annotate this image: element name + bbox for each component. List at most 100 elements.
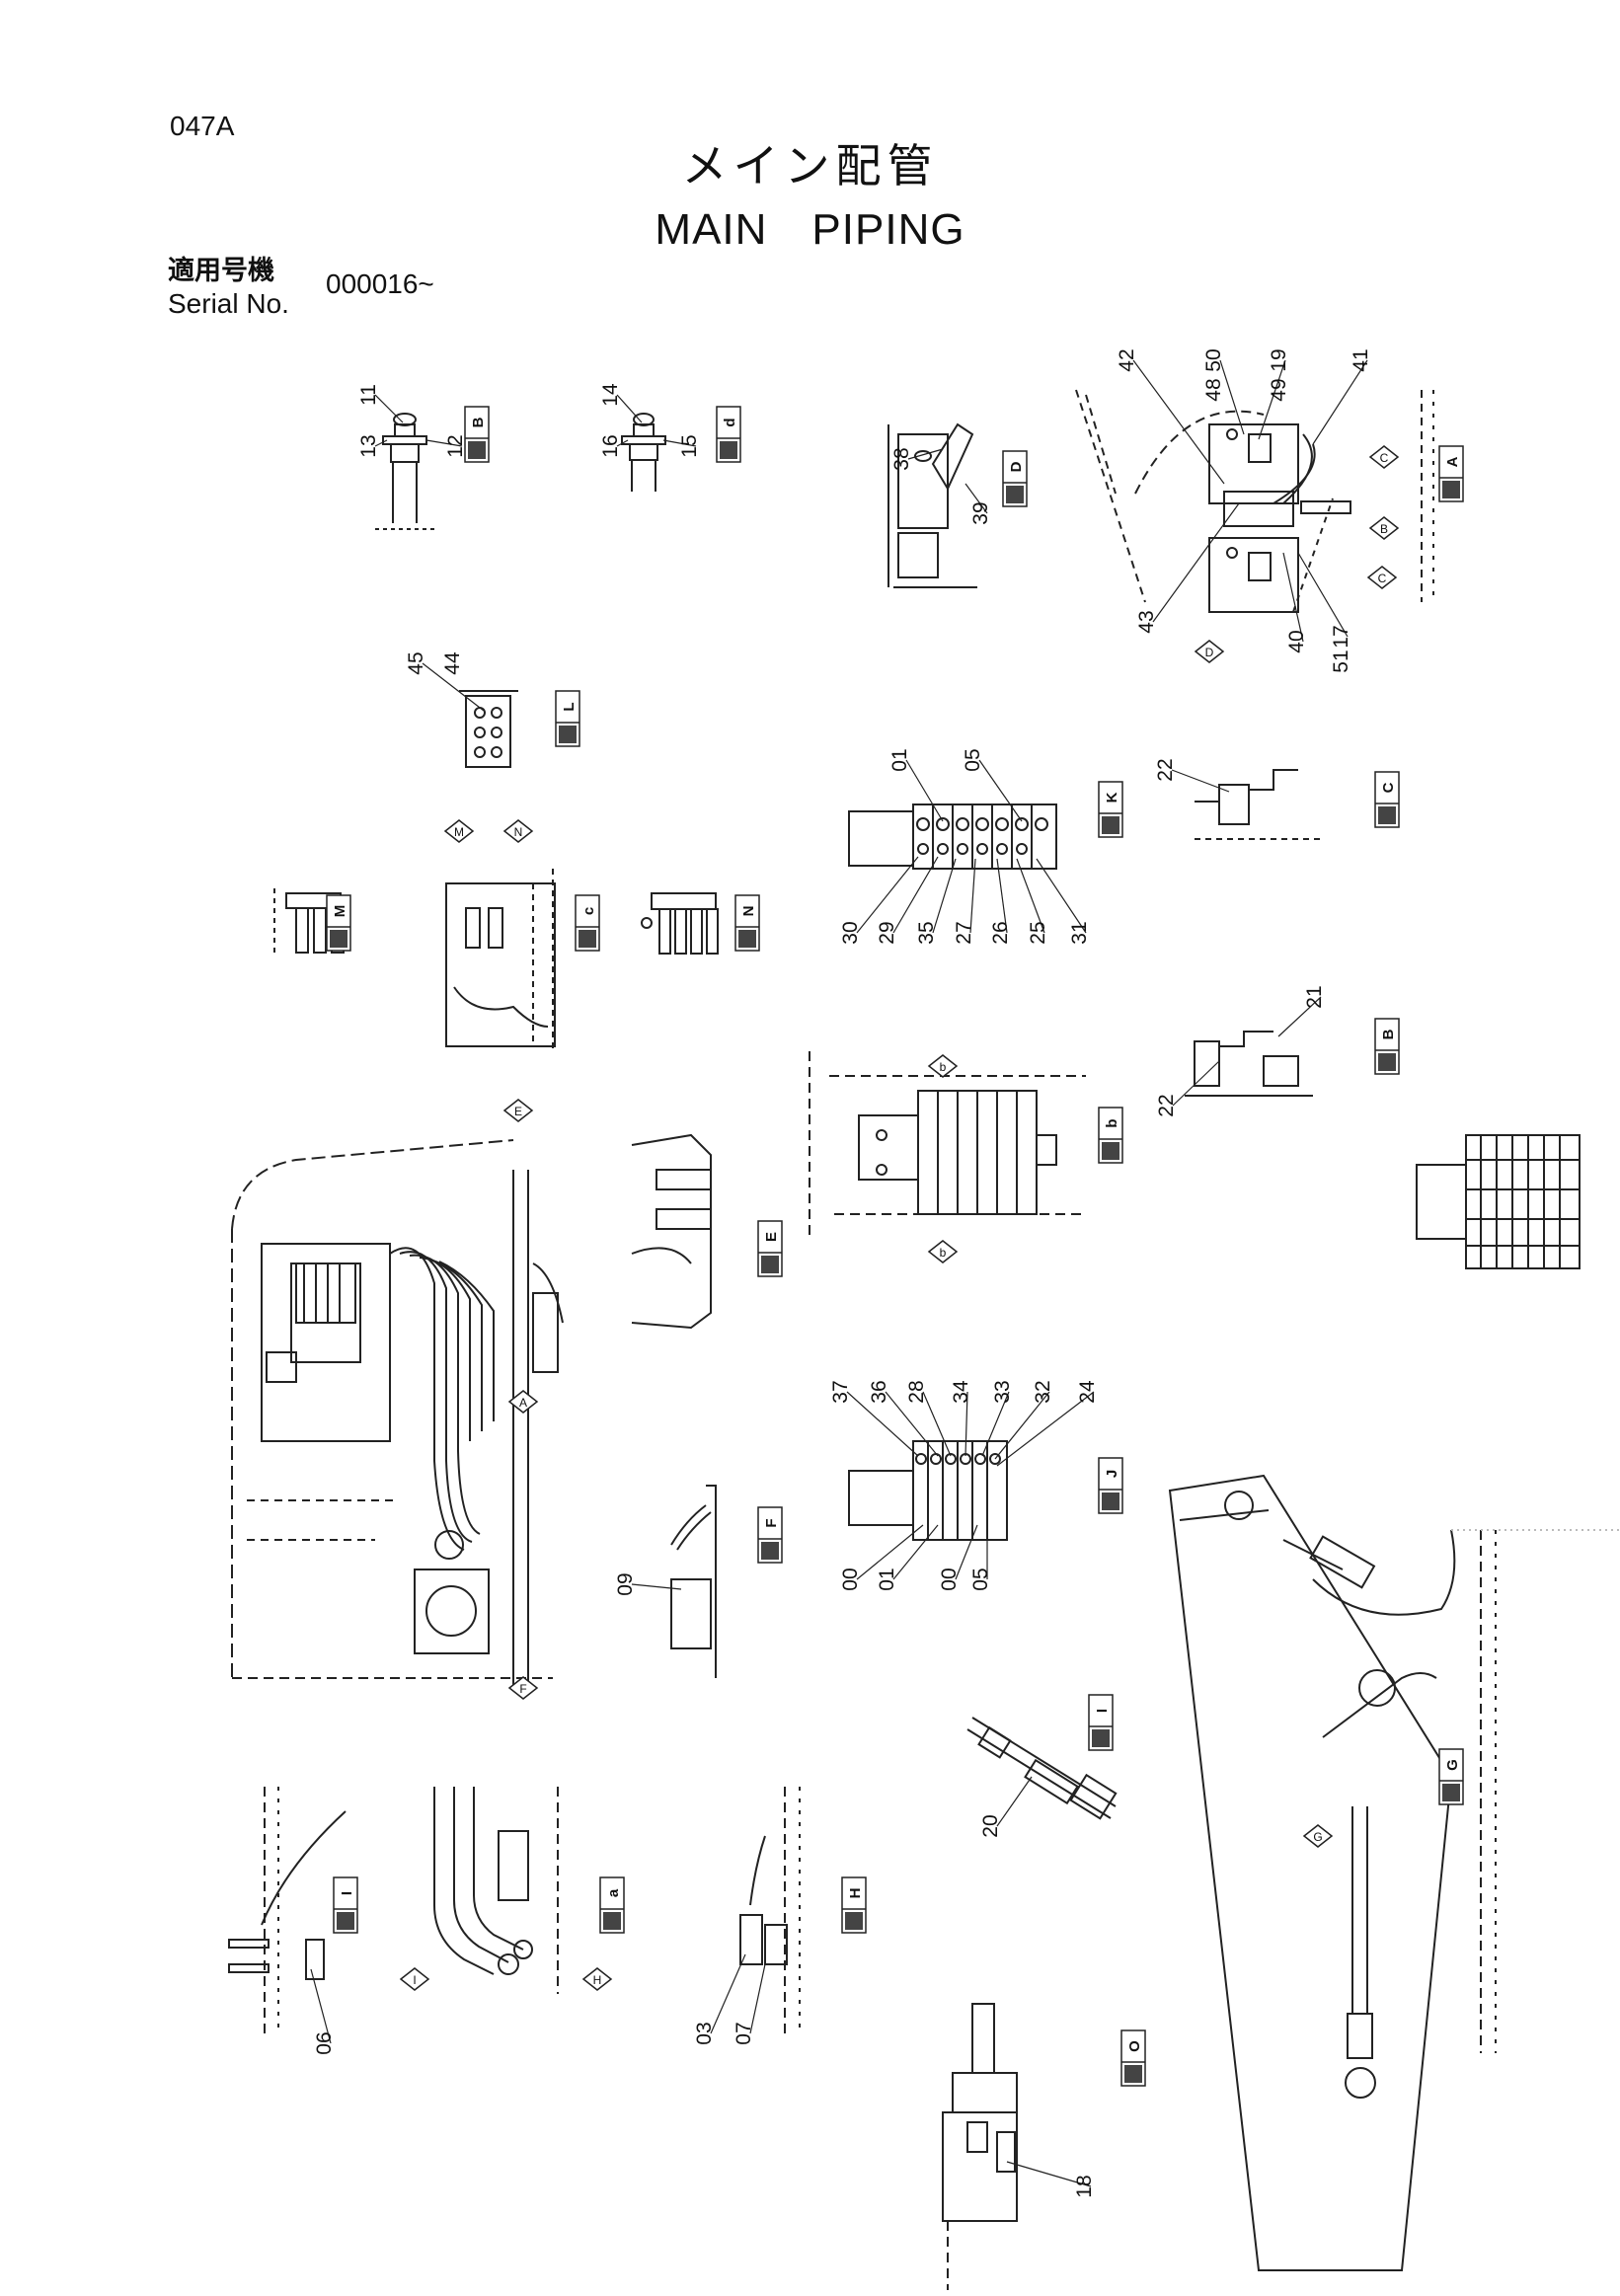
- leader-line: [964, 1391, 968, 1457]
- view-box-c: c: [575, 894, 600, 952]
- view-box-b: b: [1098, 1107, 1123, 1164]
- part-number-label: 51: [1330, 650, 1352, 672]
- part-number-label: 50: [1202, 348, 1225, 371]
- part-number-label: 28: [905, 1380, 928, 1403]
- view-arrow-H: H: [581, 1967, 613, 1991]
- svg-text:A: A: [519, 1396, 527, 1410]
- leader-line: [907, 448, 944, 460]
- leader-line: [885, 1391, 939, 1457]
- view-box-B: B: [464, 406, 490, 463]
- view-L-drawing: [459, 690, 518, 768]
- part-number-label: 17: [1330, 625, 1352, 648]
- view-F-drawing: [670, 1485, 717, 1678]
- part-number-label: 45: [405, 651, 427, 674]
- leader-line: [846, 1391, 919, 1457]
- leader-line: [425, 439, 463, 447]
- part-number-label: 00: [839, 1568, 862, 1590]
- svg-text:C: C: [1380, 782, 1397, 793]
- leader-line: [905, 759, 944, 822]
- svg-text:E: E: [763, 1232, 780, 1242]
- svg-text:I: I: [339, 1891, 355, 1895]
- part-number-label: 38: [890, 447, 913, 470]
- part-number-label: 30: [839, 921, 862, 944]
- upperstructure-plan-drawing: [231, 1139, 564, 1688]
- leader-line: [964, 483, 988, 514]
- leader-line: [1171, 769, 1230, 793]
- svg-text:B: B: [470, 417, 487, 427]
- part-number-label: 33: [991, 1380, 1014, 1403]
- part-number-label: 43: [1135, 610, 1158, 633]
- svg-text:N: N: [514, 825, 523, 839]
- leader-line: [994, 1391, 1050, 1460]
- svg-text:I: I: [1094, 1709, 1111, 1713]
- svg-text:I: I: [413, 1973, 416, 1987]
- part-number-label: 06: [313, 2031, 336, 2054]
- leader-line: [996, 858, 1008, 934]
- leader-line: [374, 439, 388, 447]
- part-number-label: 25: [1027, 921, 1049, 944]
- part-number-label: 44: [441, 651, 464, 675]
- part-number-label: 16: [599, 434, 622, 457]
- part-number-label: 24: [1076, 1380, 1099, 1404]
- part-number-label: 35: [915, 921, 938, 944]
- part-number-label: 42: [1116, 348, 1138, 371]
- part-number-label: 01: [888, 748, 911, 771]
- detail-a-drawing: [433, 1787, 559, 1994]
- view-b-valve-drawing: [809, 1051, 1086, 1239]
- svg-text:G: G: [1313, 1830, 1322, 1844]
- part-number-label: 21: [1303, 985, 1326, 1008]
- svg-text:K: K: [1104, 792, 1120, 803]
- svg-text:a: a: [605, 1888, 622, 1897]
- leader-line: [1282, 552, 1304, 643]
- view-box-M: M: [326, 894, 351, 952]
- leader-line: [1016, 858, 1045, 934]
- view-d-fitting-drawing: [621, 413, 666, 492]
- view-D-drawing: [887, 422, 977, 588]
- view-K-drawing: [848, 804, 1057, 870]
- part-number-label: 41: [1350, 348, 1372, 371]
- view-box-J: J: [1098, 1457, 1123, 1514]
- leader-line: [1219, 359, 1245, 435]
- part-number-label: 40: [1285, 630, 1308, 652]
- view-I-drawing: [228, 1787, 347, 2033]
- part-number-label: 34: [950, 1380, 972, 1404]
- leader-line: [422, 662, 485, 712]
- leader-line: [749, 1963, 766, 2034]
- leader-line: [969, 858, 976, 934]
- view-C-drawing: [1195, 769, 1323, 840]
- leader-line: [616, 394, 643, 423]
- view-arrow-A: A: [507, 1390, 539, 1414]
- leader-line: [892, 856, 939, 934]
- page-code: 047A: [170, 111, 235, 141]
- view-B-drawing: [1185, 1031, 1313, 1097]
- control-valve-block-drawing: [1416, 1134, 1581, 1269]
- part-number-label: 05: [969, 1568, 992, 1590]
- boom-view-G-drawing: [1168, 1474, 1620, 2271]
- view-box-E: E: [757, 1220, 783, 1277]
- view-box-F: F: [757, 1506, 783, 1564]
- serial-label-english: Serial No.: [168, 288, 289, 319]
- svg-text:M: M: [332, 905, 348, 918]
- part-number-label: 36: [868, 1380, 890, 1403]
- svg-text:F: F: [519, 1682, 526, 1696]
- view-box-a: a: [599, 1876, 625, 1934]
- part-number-label: 01: [876, 1568, 898, 1590]
- title-japanese: メイン配管: [681, 139, 939, 192]
- svg-text:G: G: [1444, 1759, 1461, 1771]
- view-arrow-b: b: [927, 1240, 959, 1263]
- leader-line: [374, 394, 404, 423]
- svg-text:D: D: [1008, 461, 1025, 472]
- part-number-label: 22: [1155, 1094, 1178, 1116]
- part-number-label: 05: [962, 748, 984, 771]
- leader-line: [1036, 858, 1087, 934]
- part-number-label: 00: [938, 1568, 961, 1590]
- svg-text:C: C: [1378, 572, 1387, 585]
- leader-line: [1152, 502, 1240, 623]
- svg-text:c: c: [580, 907, 597, 915]
- part-number-label: 03: [693, 2022, 716, 2044]
- part-number-label: 14: [599, 383, 622, 407]
- svg-text:M: M: [454, 825, 464, 839]
